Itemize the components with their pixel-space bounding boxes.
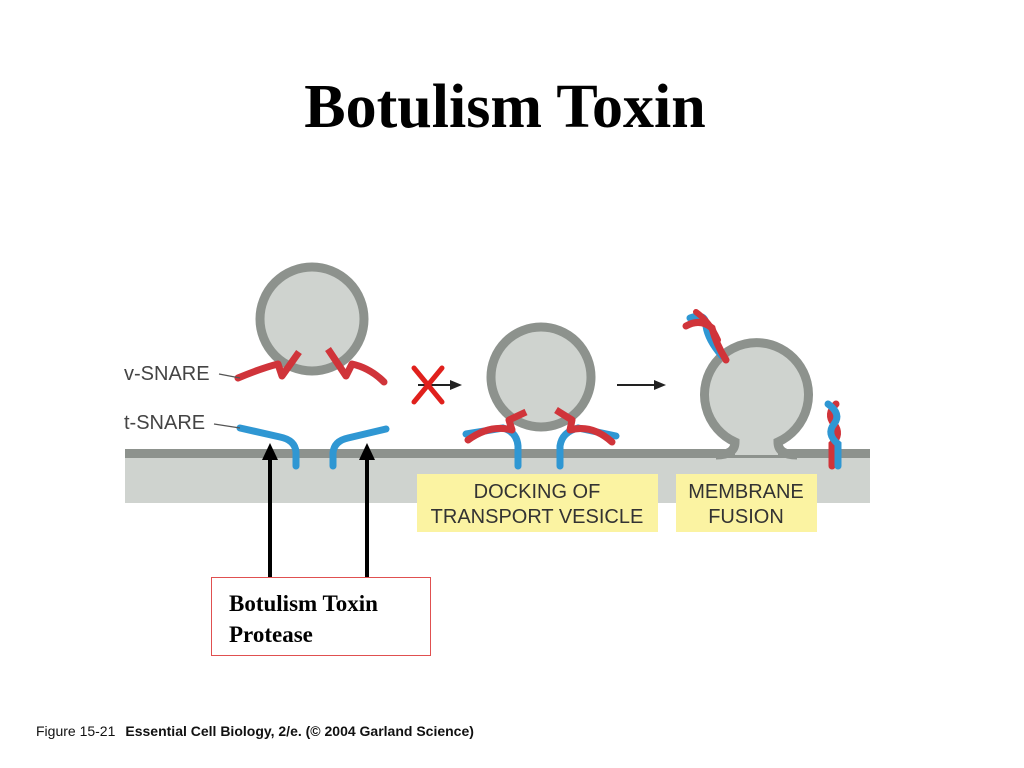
docked-snare-complex-left [462, 408, 528, 470]
docking-label-box [417, 474, 658, 532]
v-snare-label: v-SNARE [124, 363, 210, 385]
protease-arrow-right-head [359, 443, 375, 460]
protease-label-box: Botulism Toxin Protease [211, 577, 431, 656]
blocked-arrow-head [450, 380, 462, 390]
protease-label-line2: Protease [229, 622, 313, 647]
blocked-x-icon [411, 365, 445, 405]
membrane-outer-leaflet [125, 449, 870, 458]
docking-label-line2: TRANSPORT VESICLE [431, 506, 644, 528]
fusion-snare-complex-top [682, 309, 730, 364]
protease-arrow-left-head [262, 443, 278, 460]
fused-vesicle [700, 338, 813, 460]
t-snare-leader [213, 423, 241, 429]
fusion-label-line1: MEMBRANE [688, 481, 804, 503]
docked-snare-complex-right [554, 407, 620, 470]
fusion-label-line2: FUSION [708, 506, 784, 528]
progress-arrow-head [654, 380, 666, 390]
figure-source: Essential Cell Biology, 2/e. (© 2004 Gar… [125, 723, 474, 739]
t-snare-label: t-SNARE [124, 412, 205, 434]
figure-number: Figure 15-21 [36, 723, 116, 739]
t-snare-left [236, 424, 300, 470]
v-snare-right [325, 347, 388, 386]
protease-label-line1: Botulism Toxin [229, 591, 378, 616]
v-snare-leader [218, 373, 241, 379]
docked-vesicle [486, 322, 596, 432]
t-snare-right [329, 425, 390, 470]
figure-caption: Figure 15-21 Essential Cell Biology, 2/e.… [36, 723, 474, 739]
slide-title: Botulism Toxin [304, 73, 706, 141]
fusion-snare-complex-membrane [824, 400, 842, 470]
v-snare-left [234, 349, 302, 382]
transport-vesicle [255, 262, 369, 376]
fusion-label-box [676, 474, 817, 532]
docking-label-line1: DOCKING OF [474, 481, 601, 503]
